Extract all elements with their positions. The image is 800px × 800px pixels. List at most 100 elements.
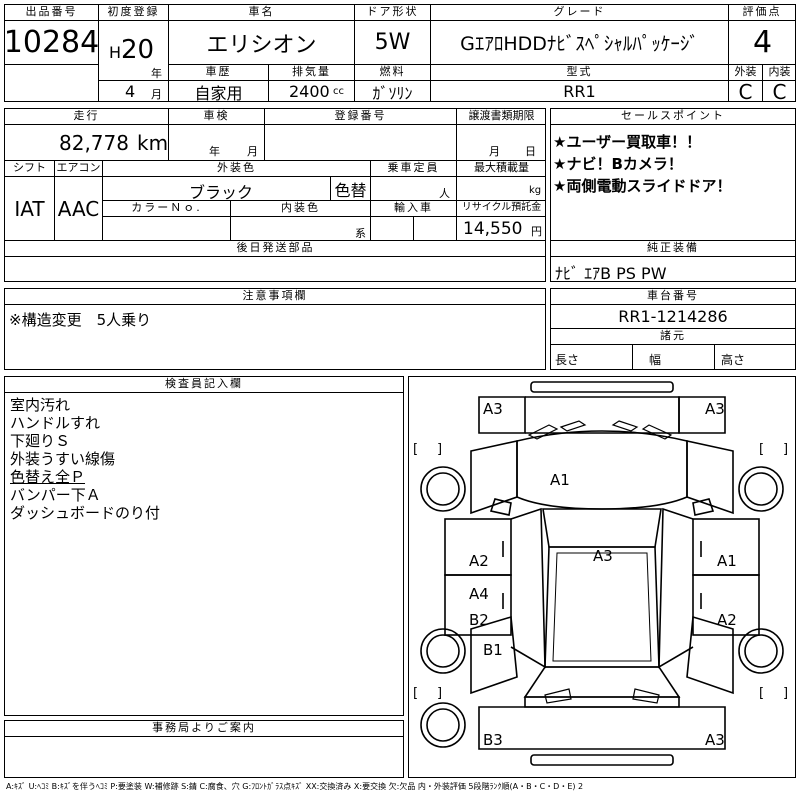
car-name: エリシオン (169, 21, 355, 65)
model-label: 型式 (431, 65, 729, 81)
interior-color-unit: 系 (355, 227, 366, 240)
office-block: 事務局よりご案内 (4, 720, 404, 778)
fuel-value: ｶﾞｿﾘﾝ (355, 81, 431, 102)
windshield (542, 508, 662, 548)
mark-right-front-door: A1 (717, 552, 737, 570)
hood-panel (516, 430, 688, 510)
first-reg-year: H 20 年 (99, 21, 169, 81)
interior-color-label: 内装色 (231, 201, 371, 217)
max-load-label: 最大積載量 (457, 161, 546, 177)
inspector-block: 検査員記入欄 室内汚れ ハンドルすれ 下廻りＳ 外装うすい線傷 色替え全Ｐ バン… (4, 376, 404, 716)
later-parts-label: 後日発送部品 (5, 241, 546, 257)
grade-label: グレード (431, 5, 729, 21)
svg-text:]: ] (783, 686, 788, 701)
car-diagram: [ ] [ ] (408, 376, 796, 778)
svg-text:[: [ (759, 442, 764, 457)
month-unit: 月 (151, 88, 162, 101)
right-rear-quarter (686, 615, 734, 695)
height-cell: 高さ (715, 345, 795, 369)
inspection-label: 車検 (169, 109, 265, 125)
insp-year-unit: 年 (209, 145, 220, 158)
inspector-line-3: 下廻りＳ (10, 432, 71, 450)
inspector-lines: 室内汚れ ハンドルすれ 下廻りＳ 外装うすい線傷 色替え全Ｐ バンパー下Ａ ダッ… (10, 396, 160, 522)
color-cell: ブラック (103, 177, 331, 201)
rear-window (523, 666, 681, 698)
caution-value: ※構造変更 5人乗り (9, 311, 152, 329)
shift-value: IAT (5, 177, 55, 241)
mark-left-step: A4 (469, 585, 489, 603)
mark-front-left: A3 (483, 400, 503, 418)
sales-line-3: ★両側電動スライドドア！ (553, 177, 732, 195)
car-diagram-svg: [ ] [ ] (413, 381, 788, 766)
inspector-line-7: ダッシュボードのり付 (10, 504, 161, 522)
transfer-month-unit: 月 (489, 145, 500, 158)
ac-label: エアコン (55, 161, 103, 177)
color-change: 色替 (331, 177, 371, 201)
front-bumper-panel (525, 396, 680, 434)
tailgate-edge (524, 696, 680, 708)
detail-block: 走行 82,778 km 車検 年 月 登録番号 譲渡書類期限 月 日 シフト … (4, 108, 546, 282)
mark-left-front-door: A2 (469, 552, 489, 570)
mark-left-rear-wheel: B1 (483, 641, 503, 659)
fuel-label: 燃料 (355, 65, 431, 81)
right-pillar (658, 507, 694, 669)
import-cell-b (414, 217, 457, 241)
left-rear-quarter (470, 615, 518, 695)
import-cell-a (371, 217, 414, 241)
displacement-label: 排気量 (269, 65, 355, 81)
inspector-line-2: ハンドルすれ (10, 414, 101, 432)
rear-right-wheel (738, 628, 784, 674)
sales-line-1: ★ユーザー買取車！！ (553, 133, 702, 151)
import-label: 輸入車 (371, 201, 457, 217)
era-letter: H (109, 43, 122, 62)
history-value: 自家用 (169, 81, 269, 102)
dims-label: 諸元 (551, 329, 795, 345)
first-reg-label: 初度登録 (99, 5, 169, 21)
mark-right-rear-door: A2 (717, 611, 737, 629)
mark-roof: A3 (593, 547, 613, 565)
car-name-label: 車名 (169, 5, 355, 21)
inspection-cell: 年 月 (169, 125, 265, 161)
svg-text:]: ] (437, 442, 442, 457)
reg-year: 20 (121, 35, 155, 65)
mileage-unit: km (137, 131, 169, 155)
mark-rear-left: B3 (483, 731, 503, 749)
svg-text:]: ] (783, 442, 788, 457)
lot-number: 10284 (5, 21, 99, 65)
color-value: ブラック (189, 183, 254, 201)
reg-month: 4 (125, 82, 136, 101)
height-label: 高さ (721, 353, 746, 367)
capacity-label: 乗車定員 (371, 161, 457, 177)
interior-color-cell: 系 (231, 217, 371, 241)
transfer-cell: 月 日 (457, 125, 546, 161)
color-no-label: カラーＮｏ. (103, 201, 231, 217)
reg-no-cell (265, 125, 457, 161)
recycle-cell: 14,550 円 (457, 217, 546, 241)
left-rear-door (444, 574, 512, 636)
history-label: 車歴 (169, 65, 269, 81)
displacement-value: 2400 (289, 82, 330, 101)
front-left-wheel (420, 466, 466, 512)
right-rear-door (692, 574, 760, 636)
reg-no-label: 登録番号 (265, 109, 457, 125)
svg-text:[: [ (759, 686, 764, 701)
recycle-unit: 円 (531, 225, 542, 238)
caution-block: 注意事項欄 ※構造変更 5人乗り (4, 288, 546, 370)
score-label: 評価点 (729, 5, 796, 21)
capacity-cell: 人 (371, 177, 457, 201)
mileage-value: 82,778 (59, 131, 129, 155)
width-label: 幅 (649, 353, 662, 367)
length-label: 長さ (555, 353, 580, 367)
mileage-label: 走行 (5, 109, 169, 125)
model-value: RR1 (431, 81, 729, 102)
lot-label: 出品番号 (5, 5, 99, 21)
svg-text:[: [ (413, 686, 418, 701)
rear-bumper-lower (530, 754, 674, 766)
exterior-label: 外装 (729, 65, 763, 81)
right-mirror (692, 498, 715, 516)
equipment-label: 純正装備 (551, 241, 795, 257)
equipment-value: ﾅﾋﾞ ｴｱB PS PW (555, 264, 667, 283)
mark-left-rear-door: B2 (469, 611, 489, 629)
sales-line-2: ★ナビ！Bカメラ！ (553, 155, 683, 173)
recycle-value: 14,550 (463, 219, 523, 239)
